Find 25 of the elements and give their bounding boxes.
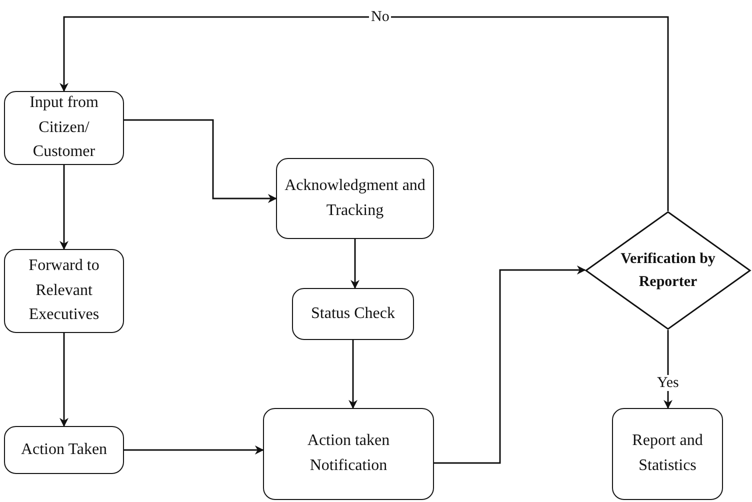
process-box <box>4 249 124 333</box>
process-box <box>263 408 434 500</box>
arrow <box>124 446 264 454</box>
node-label: Report and Statistics <box>631 431 704 476</box>
node-label: Input from Citizen/ Customer <box>28 92 100 162</box>
process-box <box>4 91 124 165</box>
arrow <box>348 340 358 409</box>
arrow <box>60 165 68 250</box>
node-label: Verification by Reporter <box>620 250 716 292</box>
process-box <box>4 426 124 474</box>
arrow <box>350 239 360 289</box>
node-label: Action taken Notification <box>306 431 391 476</box>
node-label: Status Check <box>310 304 396 324</box>
decision-diamond <box>585 211 751 330</box>
arrow <box>60 333 68 427</box>
edge-label: Yes <box>655 374 681 391</box>
arrow <box>434 266 586 464</box>
arrow <box>124 119 277 203</box>
process-box <box>612 408 723 500</box>
process-box <box>292 288 414 340</box>
process-box <box>276 158 434 239</box>
node-label: Acknowledgment and Tracking <box>284 176 426 220</box>
node-label: Action Taken <box>20 440 108 460</box>
arrow <box>60 16 669 211</box>
node-label: Forward to Relevant Executives <box>28 256 100 326</box>
